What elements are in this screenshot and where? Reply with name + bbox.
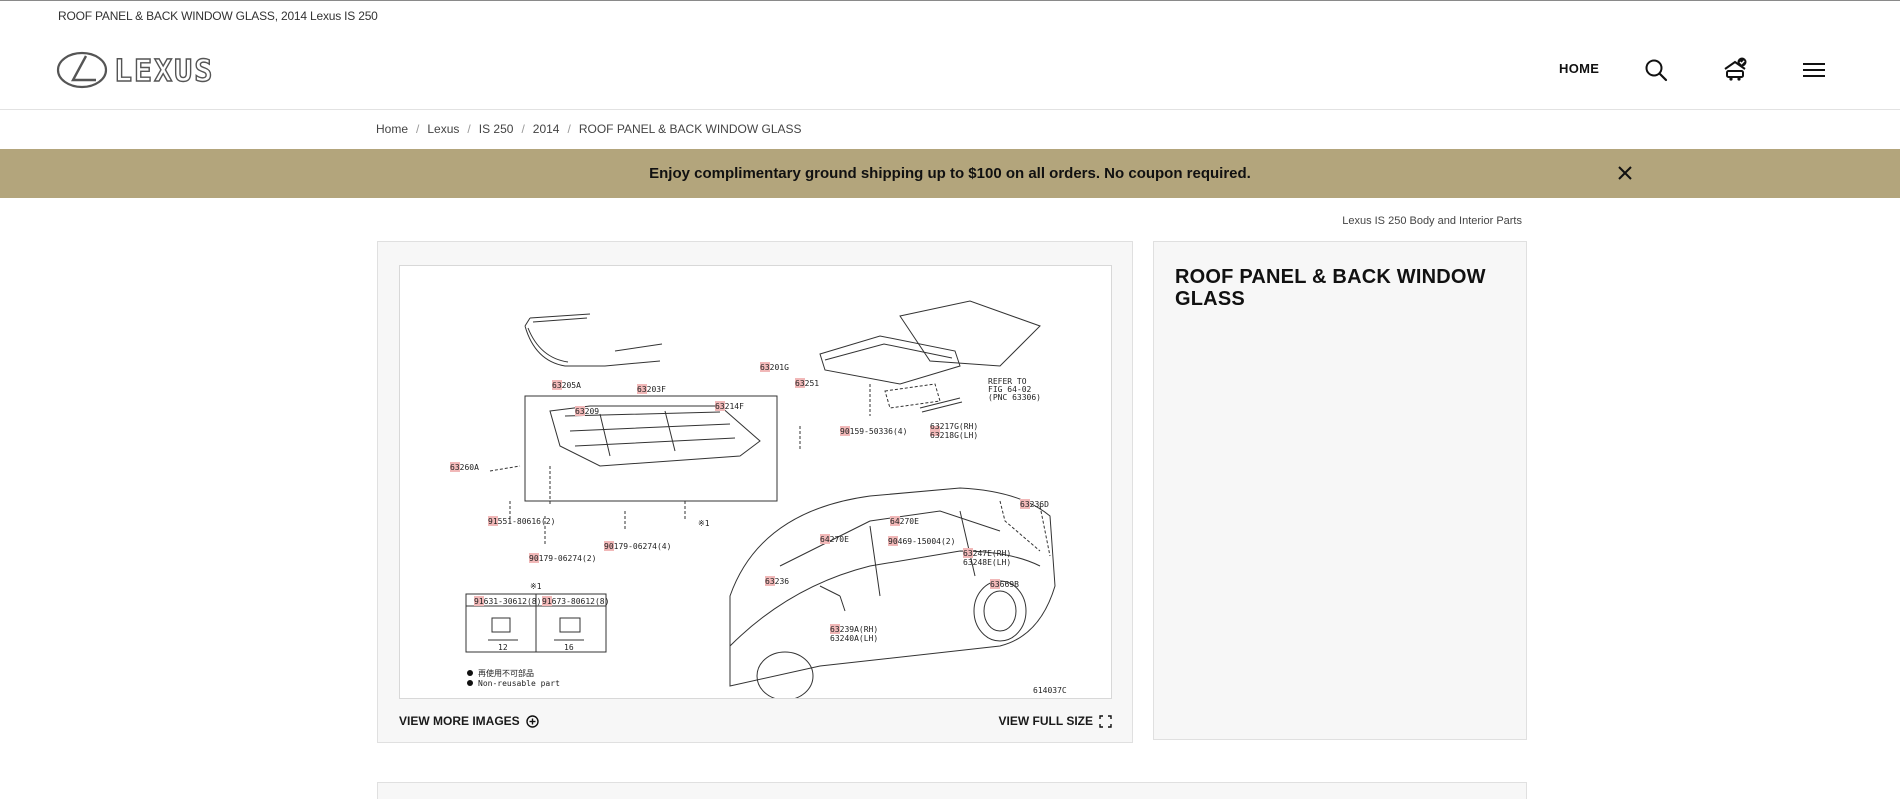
refer-note-line1: REFER TO [988, 377, 1027, 386]
product-info-card: ROOF PANEL & BACK WINDOW GLASS [1153, 241, 1527, 740]
callout-63218g[interactable]: 63218G(LH) [930, 431, 978, 440]
callout-63260a[interactable]: 63260A [450, 463, 479, 472]
callout-90179-b[interactable]: 90179-06274(2) [529, 554, 596, 563]
legend-dot-icon [467, 680, 473, 686]
plus-circle-icon [525, 714, 539, 728]
close-icon [1618, 166, 1632, 180]
diagram-card: 63205A 63203F 63209 63214F 63201G 63251 … [377, 241, 1133, 743]
legend-line1: 再使用不可部品 [478, 668, 534, 678]
lexus-logo[interactable]: LEXUS [56, 50, 266, 90]
callout-63205a[interactable]: 63205A [552, 381, 581, 390]
lower-section-card [377, 782, 1527, 799]
lexus-logo-icon: LEXUS [56, 51, 214, 90]
breadcrumb-separator: / [416, 122, 420, 136]
breadcrumb-separator: / [467, 122, 471, 136]
promo-close-button[interactable] [1616, 164, 1634, 182]
callout-63240a[interactable]: 63240A(LH) [830, 634, 878, 643]
callout-63236[interactable]: 63236 [765, 577, 789, 586]
callout-91551[interactable]: 91551-80616(2) [488, 517, 555, 526]
breadcrumb-year[interactable]: 2014 [532, 122, 560, 136]
callout-91631[interactable]: 91631-30612(8) [474, 597, 541, 606]
callout-63669b[interactable]: 63669B [990, 580, 1019, 589]
callout-63239a[interactable]: 63239A(RH) [830, 625, 878, 634]
callout-63236d[interactable]: 63236D [1020, 500, 1049, 509]
expand-icon [1099, 714, 1112, 728]
callout-63248e[interactable]: 63248E(LH) [963, 558, 1011, 567]
legend-dot-icon [467, 670, 473, 676]
dimension-16: 16 [564, 643, 574, 652]
logo-wordmark: LEXUS [114, 54, 214, 89]
parts-diagram[interactable]: 63205A 63203F 63209 63214F 63201G 63251 … [399, 265, 1112, 699]
callout-63209[interactable]: 63209 [575, 407, 599, 416]
search-button[interactable] [1642, 56, 1670, 84]
dimension-12: 12 [498, 643, 508, 652]
note-x1-a: ※1 [698, 519, 710, 528]
menu-button[interactable] [1800, 56, 1828, 84]
callout-64270e-b[interactable]: 64270E [820, 535, 849, 544]
garage-button[interactable] [1721, 56, 1749, 84]
view-full-label: VIEW FULL SIZE [998, 714, 1093, 728]
note-x1-b: ※1 [530, 582, 542, 591]
breadcrumb: Home / Lexus / IS 250 / 2014 / ROOF PANE… [376, 122, 802, 136]
diagram-code: 614037C [1033, 686, 1067, 695]
breadcrumb-model[interactable]: IS 250 [478, 122, 514, 136]
callout-63214f[interactable]: 63214F [715, 402, 744, 411]
view-more-label: VIEW MORE IMAGES [399, 714, 520, 728]
promo-text: Enjoy complimentary ground shipping up t… [649, 165, 1251, 182]
product-title: ROOF PANEL & BACK WINDOW GLASS [1175, 266, 1486, 310]
breadcrumb-lexus[interactable]: Lexus [427, 122, 460, 136]
hamburger-menu-icon [1803, 63, 1825, 77]
breadcrumb-current: ROOF PANEL & BACK WINDOW GLASS [578, 122, 802, 136]
callout-63201g[interactable]: 63201G [760, 363, 789, 372]
site-header: LEXUS HOME [0, 28, 1900, 110]
garage-car-icon [1724, 57, 1747, 81]
callout-63251[interactable]: 63251 [795, 379, 819, 388]
callout-90469[interactable]: 90469-15004(2) [888, 537, 955, 546]
callout-90159[interactable]: 90159-50336(4) [840, 427, 907, 436]
top-border [0, 0, 1900, 1]
page-title-small: ROOF PANEL & BACK WINDOW GLASS, 2014 Lex… [58, 9, 378, 23]
nav-home-link[interactable]: HOME [1559, 61, 1600, 76]
parts-diagram-svg: 63205A 63203F 63209 63214F 63201G 63251 … [450, 300, 1067, 698]
category-link[interactable]: Lexus IS 250 Body and Interior Parts [1342, 215, 1522, 227]
promo-banner: Enjoy complimentary ground shipping up t… [0, 149, 1900, 198]
callout-63217g[interactable]: 63217G(RH) [930, 422, 978, 431]
refer-note-line2[interactable]: FIG 64-02 [988, 385, 1032, 394]
breadcrumb-separator: / [567, 122, 571, 136]
breadcrumb-separator: / [521, 122, 525, 136]
legend-line2: Non-reusable part [478, 679, 560, 688]
breadcrumb-home[interactable]: Home [376, 122, 409, 136]
callout-91673[interactable]: 91673-80612(8) [542, 597, 609, 606]
callout-63247e[interactable]: 63247E(RH) [963, 549, 1011, 558]
callout-63203f[interactable]: 63203F [637, 385, 666, 394]
search-icon [1645, 59, 1668, 82]
refer-note-line3: (PNC 63306) [988, 393, 1041, 402]
view-more-images-button[interactable]: VIEW MORE IMAGES [399, 714, 539, 728]
callout-90179-a[interactable]: 90179-06274(4) [604, 542, 671, 551]
callout-64270e-a[interactable]: 64270E [890, 517, 919, 526]
view-full-size-button[interactable]: VIEW FULL SIZE [999, 714, 1112, 728]
